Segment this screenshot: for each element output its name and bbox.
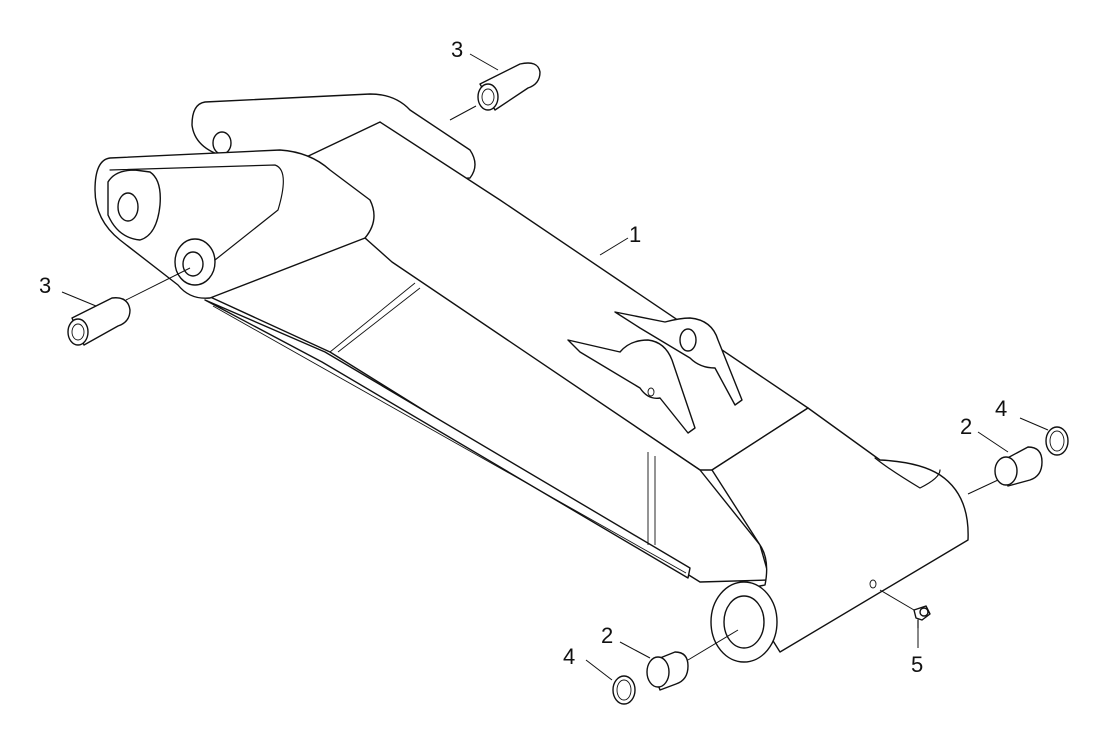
callout-4-right: 4 [995,396,1007,421]
callout-3-left: 3 [39,273,51,298]
bushing-top [477,62,541,111]
arm-assembly [94,93,969,663]
bracket-pin-hole [647,387,655,397]
stiffener-1 [329,282,416,353]
grease-nipple [913,605,931,629]
bracket-back [614,311,743,406]
bushing-right [994,446,1043,487]
callout-4-bottom: 4 [563,644,575,669]
grease-hole [869,579,877,589]
front-ear-plate [94,149,375,299]
callout-1: 1 [629,222,641,247]
bracket-hole [679,328,697,352]
rear-ear-hole [212,131,232,155]
callout-5: 5 [911,652,923,677]
callouts: 1 3 3 2 4 2 4 5 [39,37,1007,677]
rear-housing [711,407,969,653]
arm-lower-flange [204,299,691,579]
leader-lines [61,53,1049,681]
bushing-bottom [646,651,689,691]
callout-3-top: 3 [451,37,463,62]
rear-boss-inner [723,595,765,649]
ring-right [1045,426,1069,456]
callout-2-right: 2 [960,414,972,439]
bracket-front [567,339,696,434]
callout-2-bottom: 2 [601,623,613,648]
bushing-left [67,297,131,346]
front-ear-hole [117,192,139,222]
stiffener-2 [337,287,421,353]
ring-bottom [612,675,636,705]
front-boss-inner [182,251,204,277]
